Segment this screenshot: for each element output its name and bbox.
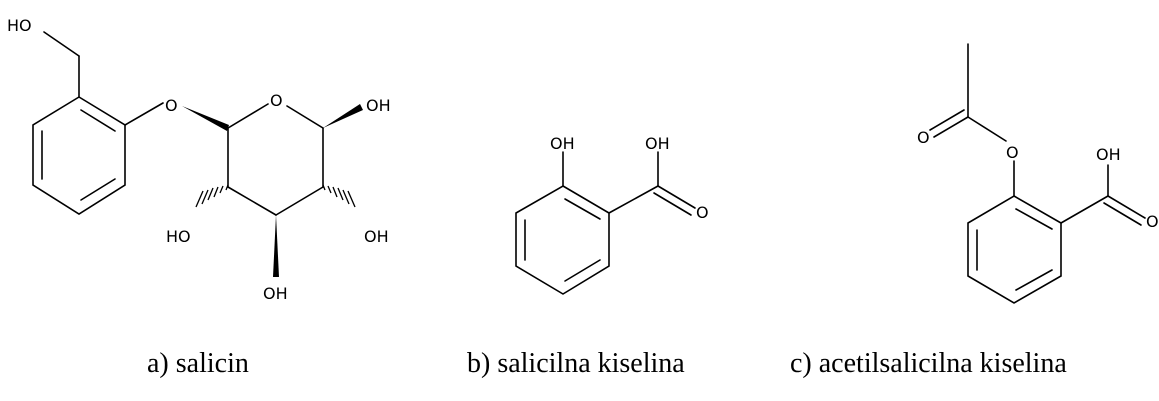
aspirin-aromatic-double-bond <box>1015 208 1053 230</box>
salicylic-carbonyl-o-label: O <box>696 203 709 222</box>
salicin-hash-bond <box>195 184 229 208</box>
salicylic-aromatic-double-bond <box>564 259 601 282</box>
aspirin-carbonyl-bond <box>1107 195 1146 219</box>
salicin-oh-bottom-label: OH <box>263 284 288 303</box>
aspirin-aromatic-double-bond <box>1015 269 1053 291</box>
salicin-ring-bond <box>227 103 269 129</box>
aspirin-acyl-bond <box>967 116 1007 142</box>
salicin-structure: HO O O OH <box>7 16 391 303</box>
aspirin-acetyl-carbonyl-bond <box>933 116 969 138</box>
salicin-aromatic-double-bond <box>80 109 116 132</box>
aspirin-acetyl-o-label: O <box>917 128 930 147</box>
salicin-ch2oh-bond <box>43 31 80 57</box>
salicin-hash-bond <box>322 184 356 208</box>
salicin-ho-top-label: HO <box>7 16 32 35</box>
salicylic-carbonyl-bond <box>657 185 696 209</box>
salicin-glycosidic-o-label: O <box>165 96 178 115</box>
salicylic-oh-label: OH <box>550 134 575 153</box>
salicin-aryl-o-bond <box>124 102 164 126</box>
aspirin-acetyl-carbonyl-bond <box>929 109 965 131</box>
salicin-benzene-ring <box>32 96 126 215</box>
aspirin-benzene-ring <box>967 195 1062 304</box>
acetylsalicylic-acid-structure: O O OH O <box>917 43 1159 304</box>
salicylic-carbonyl-bond <box>653 192 692 216</box>
caption-acetylsalicylic-acid: c) acetilsalicilna kiselina <box>790 348 1067 379</box>
salicin-ring-bond <box>227 186 277 216</box>
aspirin-carbonyl-o-label: O <box>1146 212 1159 231</box>
aspirin-carboxyl-bond <box>1060 195 1109 224</box>
aspirin-carboxyl-oh-label: OH <box>1096 145 1121 164</box>
salicylic-benzene-ring <box>515 185 610 295</box>
salicin-ring-bond <box>275 186 324 216</box>
salicin-wedge-bond <box>182 106 229 131</box>
salicin-ring-o-label: O <box>270 91 283 110</box>
aspirin-carbonyl-bond <box>1103 202 1142 226</box>
salicylic-aromatic-double-bond <box>564 198 601 220</box>
salicin-wedge-bond <box>323 104 363 128</box>
salicylic-acid-structure: OH OH O <box>515 134 709 295</box>
salicin-ho-bottom-left-label: HO <box>166 227 191 246</box>
salicin-wedge-bond <box>273 215 279 277</box>
salicylic-carboxyl-bond <box>608 185 659 214</box>
salicin-aromatic-double-bond <box>80 178 116 201</box>
caption-salicylic-acid: b) salicilna kiselina <box>467 348 685 379</box>
salicylic-carboxyl-oh-label: OH <box>645 134 670 153</box>
salicin-oh-bottom-right-label: OH <box>364 227 389 246</box>
caption-salicin: a) salicin <box>147 348 249 379</box>
aspirin-ester-o-label: O <box>1006 143 1019 162</box>
salicin-ring-bond <box>286 105 324 129</box>
salicin-oh-right-label: OH <box>366 96 391 115</box>
